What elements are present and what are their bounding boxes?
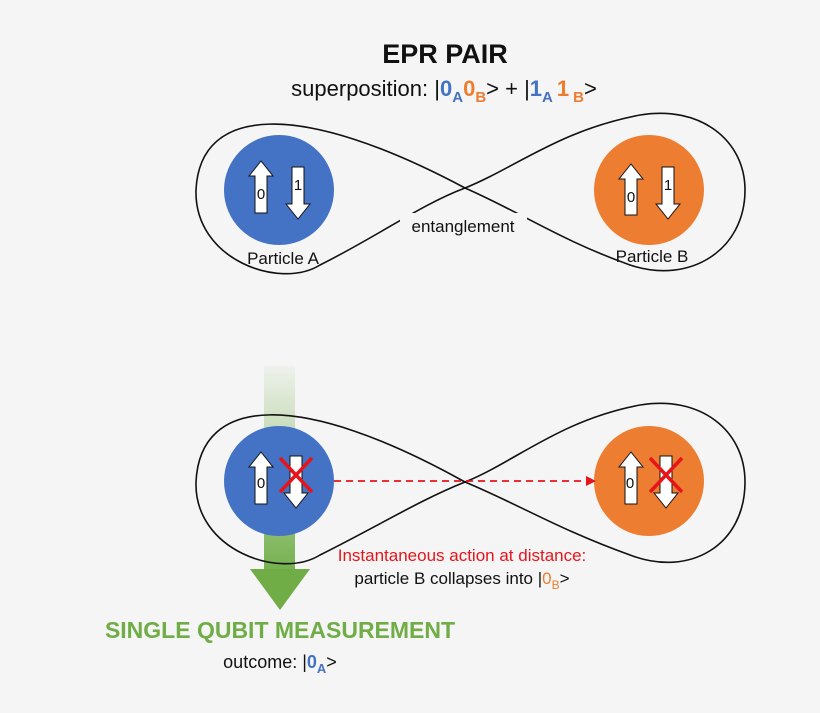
- spin-down-label: 1: [664, 177, 672, 194]
- cross-mark-icon: [648, 456, 684, 494]
- measurement-title: SINGLE QUBIT MEASUREMENT: [105, 617, 455, 643]
- cross-mark-icon: [278, 456, 314, 494]
- spin-up-label: 0: [626, 475, 634, 492]
- spin-up-label: 0: [257, 475, 265, 492]
- entanglement-loop-measured: [195, 402, 746, 565]
- particle-a-measured: 0: [224, 426, 334, 536]
- spin-up-label: 0: [627, 189, 635, 206]
- particle-a-label: Particle A: [247, 249, 319, 268]
- diagram-title: EPR PAIR: [382, 39, 508, 69]
- up-arrow-icon: [617, 163, 645, 216]
- up-arrow-icon: [247, 160, 275, 214]
- particle-a: 0 1: [224, 135, 334, 245]
- particle-b-label: Particle B: [616, 247, 689, 266]
- up-arrow-icon: [617, 451, 645, 505]
- entanglement-loop: [195, 112, 746, 275]
- down-arrow-icon: [284, 166, 312, 220]
- particle-b: 0 1: [594, 135, 704, 245]
- collapse-text: particle B collapses into |0B>: [354, 569, 569, 592]
- entanglement-label: entanglement: [411, 217, 514, 236]
- measurement-outcome: outcome: |0A>: [223, 652, 337, 676]
- down-arrow-icon: [654, 166, 682, 220]
- up-arrow-icon: [247, 451, 275, 505]
- spin-up-label: 0: [257, 186, 265, 203]
- particle-b-measured: 0: [594, 426, 704, 536]
- spin-down-label: 1: [294, 177, 302, 194]
- action-text: Instantaneous action at distance:: [338, 546, 587, 565]
